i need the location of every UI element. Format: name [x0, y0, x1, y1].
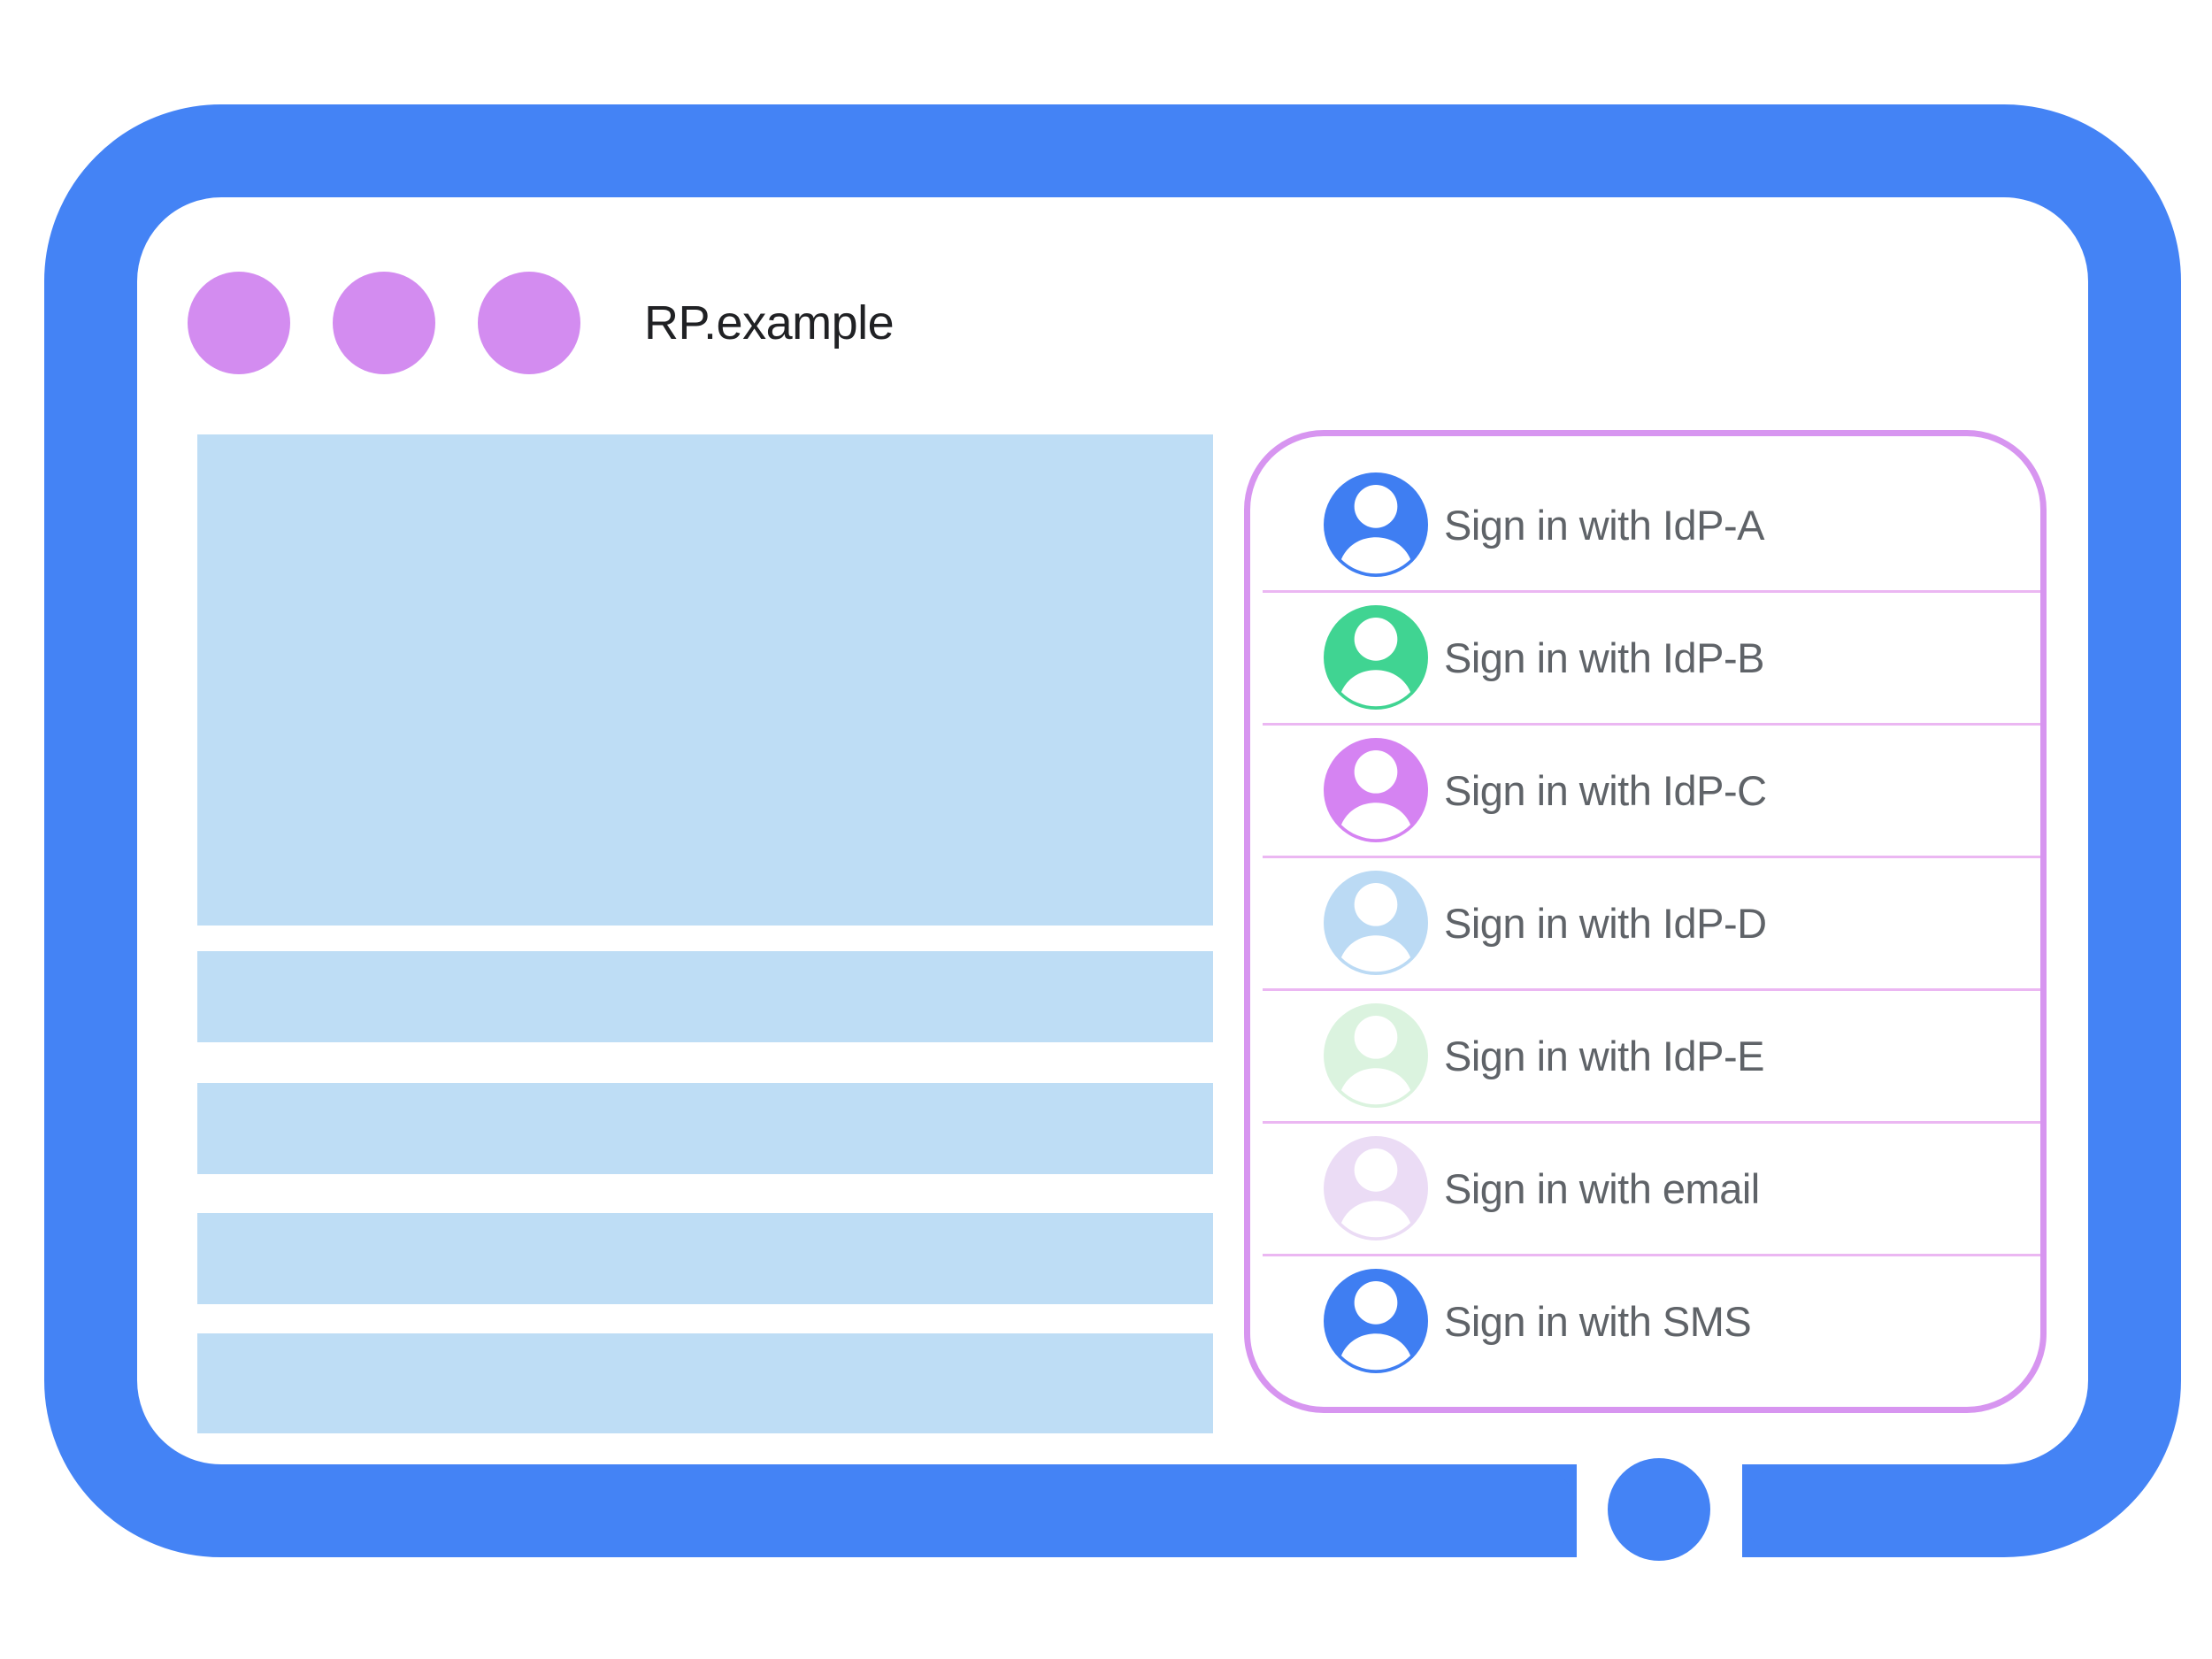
user-avatar-icon	[1324, 1003, 1428, 1108]
signin-panel: Sign in with IdP-A Sign in with IdP-B Si…	[1244, 430, 2047, 1413]
signin-option-label: Sign in with IdP-C	[1444, 766, 1767, 814]
frame-bottom-left-cap	[1479, 1464, 1577, 1557]
user-avatar-icon	[1324, 605, 1428, 710]
signin-option-label: Sign in with IdP-D	[1444, 899, 1767, 947]
signin-option-label: Sign in with email	[1444, 1164, 1760, 1212]
signin-option-label: Sign in with IdP-A	[1444, 501, 1764, 549]
user-avatar-icon	[1324, 472, 1428, 577]
user-avatar-icon	[1324, 1136, 1428, 1240]
user-avatar-icon	[1324, 871, 1428, 975]
signin-option-label: Sign in with IdP-E	[1444, 1032, 1764, 1079]
content-placeholder-hero	[197, 434, 1213, 926]
user-avatar-icon	[1324, 1269, 1428, 1373]
home-button-icon	[1608, 1458, 1710, 1561]
content-placeholder-bar	[197, 1333, 1213, 1433]
window-control-dot-icon	[333, 272, 435, 374]
content-placeholder-bar	[197, 1083, 1213, 1174]
signin-option-label: Sign in with SMS	[1444, 1297, 1752, 1345]
window-control-dot-icon	[478, 272, 580, 374]
signin-option-idp-d[interactable]: Sign in with IdP-D	[1250, 856, 2040, 989]
signin-option-label: Sign in with IdP-B	[1444, 634, 1764, 681]
signin-option-idp-a[interactable]: Sign in with IdP-A	[1250, 458, 2040, 591]
page-title: RP.example	[644, 296, 895, 349]
content-placeholder-bar	[197, 951, 1213, 1042]
signin-option-email[interactable]: Sign in with email	[1250, 1121, 2040, 1255]
signin-option-idp-c[interactable]: Sign in with IdP-C	[1250, 723, 2040, 856]
frame-bottom-right-cap	[1742, 1464, 1839, 1557]
user-avatar-icon	[1324, 738, 1428, 842]
signin-option-idp-b[interactable]: Sign in with IdP-B	[1250, 590, 2040, 724]
window-control-dot-icon	[188, 272, 290, 374]
content-placeholder-bar	[197, 1213, 1213, 1304]
signin-option-idp-e[interactable]: Sign in with IdP-E	[1250, 988, 2040, 1122]
signin-option-sms[interactable]: Sign in with SMS	[1250, 1254, 2040, 1387]
